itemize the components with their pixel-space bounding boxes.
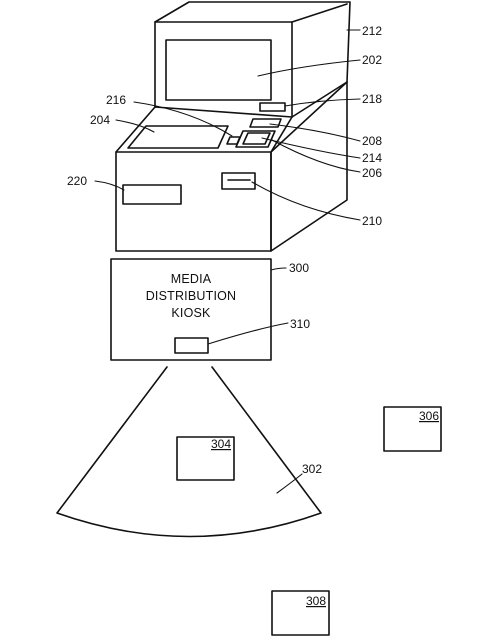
leader-204 <box>115 119 155 133</box>
cabinet-leaders <box>94 29 361 221</box>
coverage-area <box>56 366 322 538</box>
leader-202 <box>257 59 361 77</box>
slot-218 <box>259 102 286 112</box>
ref-308: 308 <box>306 594 326 608</box>
media-distribution-kiosk: MEDIA DISTRIBUTION KIOSK <box>110 258 289 361</box>
ref-220: 220 <box>67 174 87 188</box>
coverage-sector <box>56 366 322 538</box>
ref-216: 216 <box>106 93 126 107</box>
leader-310 <box>207 322 289 345</box>
kiosk-cabinet <box>115 1 351 252</box>
cabinet-console-edge <box>291 81 348 118</box>
dispenser-slot <box>221 172 256 190</box>
cabinet-side-face <box>270 81 348 252</box>
ref-310: 310 <box>290 317 310 331</box>
leader-208 <box>269 123 361 142</box>
kiosk-block <box>110 258 272 361</box>
console-work-area <box>127 125 229 149</box>
leader-214 <box>261 137 361 159</box>
pin-pad-inner <box>242 132 271 145</box>
reference-numerals: 212 202 218 216 204 208 214 206 220 210 … <box>67 24 439 608</box>
leader-206 <box>271 139 361 173</box>
ref-210: 210 <box>362 214 382 228</box>
kiosk-title-line-2: DISTRIBUTION <box>146 289 237 303</box>
ref-306: 306 <box>419 409 439 423</box>
device-306 <box>383 406 442 452</box>
ref-304: 304 <box>211 437 231 451</box>
kiosk-title-line-1: MEDIA <box>171 272 212 286</box>
ref-214: 214 <box>362 151 382 165</box>
cabinet-front-panel <box>115 151 272 252</box>
kiosk-title-line-3: KIOSK <box>171 306 211 320</box>
ref-208: 208 <box>362 134 382 148</box>
transmitter-310 <box>174 337 209 354</box>
front-panel-220 <box>122 184 182 205</box>
leader-302 <box>276 473 303 494</box>
card-reader <box>249 118 282 128</box>
device-304 <box>176 436 235 481</box>
leader-218 <box>284 98 361 107</box>
leader-210 <box>251 181 361 221</box>
display-screen <box>165 39 272 101</box>
ref-218: 218 <box>362 92 382 106</box>
leader-220 <box>94 180 125 191</box>
ref-206: 206 <box>362 166 382 180</box>
ref-302: 302 <box>302 462 322 476</box>
ref-204: 204 <box>90 113 110 127</box>
leader-216 <box>133 101 233 137</box>
cabinet-tower-top <box>154 1 351 83</box>
cabinet-tower-edge <box>291 3 348 23</box>
leader-300 <box>270 267 287 271</box>
ref-300: 300 <box>289 261 309 275</box>
cabinet-console-top <box>115 106 293 153</box>
ref-202: 202 <box>362 53 382 67</box>
device-308 <box>271 590 330 636</box>
button-216 <box>226 136 241 145</box>
ref-212: 212 <box>362 24 382 38</box>
